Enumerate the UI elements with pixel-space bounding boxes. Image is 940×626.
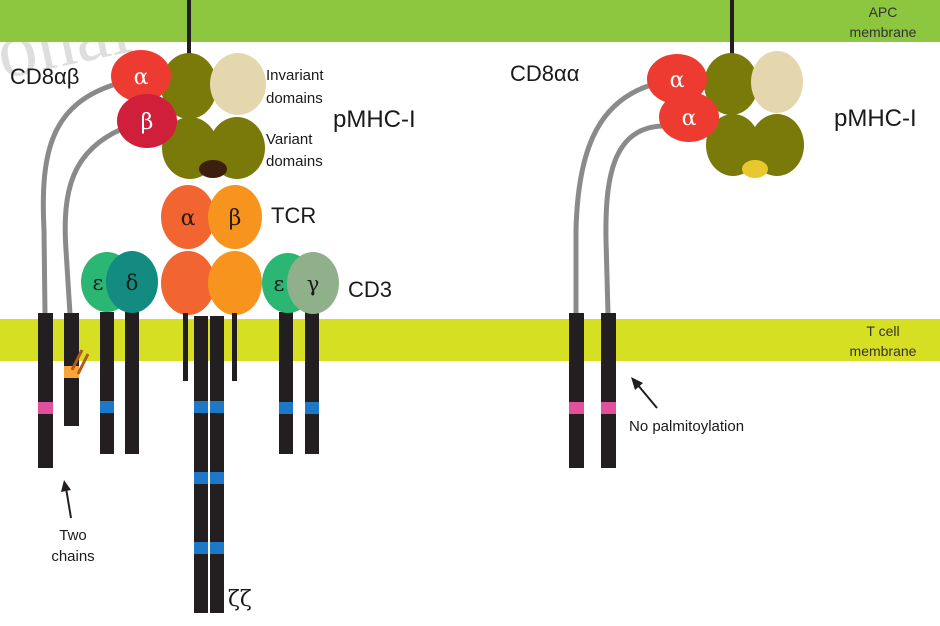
tcr-beta-tail (232, 313, 237, 381)
left-mhc-invariant-domain-olive (161, 53, 217, 119)
cd3-delta-chain (125, 312, 139, 454)
variant-domains-label-line2: domains (266, 153, 323, 170)
zeta-2-itam-2 (210, 472, 224, 484)
left-cd8-alpha-label: α (134, 65, 149, 90)
invariant-domains-label-line1: Invariant (266, 67, 324, 84)
left-mhc-invariant-domain-beige (210, 53, 266, 115)
tcell-membrane (0, 319, 940, 361)
zeta-2-itam-3 (210, 542, 224, 554)
cd3-epsilon-1-itam (100, 401, 114, 413)
right-cd8-alpha-2-stalk (603, 123, 665, 317)
zeta-1-itam-2 (194, 472, 208, 484)
apc-membrane (0, 0, 940, 42)
two-chains-label-line2: chains (51, 548, 94, 565)
right-coreceptor-label: CD8αα (510, 61, 580, 86)
zeta-1-itam-3 (194, 542, 208, 554)
tcr-alpha-label: α (181, 206, 196, 231)
cd3-gamma-domain (287, 252, 339, 314)
cd3-epsilon-1-label: ε (93, 271, 104, 295)
left-cd8-beta-domain (117, 94, 177, 148)
left-coreceptor-label: CD8αβ (10, 64, 79, 89)
tcr-beta-constant-domain (208, 251, 262, 315)
cd3-delta-domain (106, 251, 158, 313)
tcr-alpha-tail (183, 313, 188, 381)
tcell-membrane-label-line2: membrane (850, 343, 917, 359)
tcr-alpha-variable-domain (161, 185, 215, 249)
right-mhc-variant-domain-2 (750, 114, 804, 176)
cd3-gamma-label: γ (307, 272, 320, 296)
right-cd8-alpha-1-pink-mark (569, 402, 584, 414)
two-chains-arrowhead (61, 480, 71, 492)
right-cd8-alpha-2-domain (659, 92, 719, 142)
left-cd8-alpha-domain (111, 50, 171, 102)
invariant-domains-label-line2: domains (266, 90, 323, 107)
left-peptide (199, 160, 227, 178)
no-palmitoylation-arrow (636, 383, 658, 409)
right-cd8-alpha-2-label: α (682, 106, 697, 131)
cd3-delta-label: δ (126, 271, 139, 295)
cd3-epsilon-2-label: ε (274, 272, 285, 296)
left-cd8-beta-label: β (141, 110, 154, 135)
right-mhc-stalk (730, 0, 734, 58)
left-mhc-stalk (187, 0, 191, 62)
apc-membrane-label-line2: membrane (850, 24, 917, 40)
right-mhc-invariant-domain-olive (704, 53, 758, 115)
cd3-epsilon-2-itam (279, 402, 293, 414)
zeta-label: ζζ (228, 587, 252, 612)
two-chains-label-line1: Two (59, 527, 87, 544)
apc-membrane-label-line1: APC (869, 4, 898, 20)
right-cd8-alpha-1-stalk (573, 82, 654, 317)
cd3-gamma-chain (305, 312, 319, 454)
no-palmitoylation-arrowhead (631, 377, 643, 390)
left-cd8-beta-stalk (62, 125, 127, 317)
right-mhc-invariant-domain-beige (751, 51, 803, 113)
cd3-epsilon-1-chain (100, 312, 114, 454)
tcr-beta-variable-domain (208, 185, 262, 249)
tcell-membrane-label-line1: T cell (866, 323, 899, 339)
left-cd8-alpha-stalk (40, 81, 119, 317)
right-cd8-alpha-2-chain (601, 313, 616, 468)
left-pmhc-label: pMHC-I (333, 106, 416, 133)
cd3-label: CD3 (348, 277, 392, 302)
cd3-gamma-itam (305, 402, 319, 414)
right-cd8-alpha-1-chain (569, 313, 584, 468)
left-cd8-alpha-pink-mark (38, 402, 53, 414)
zeta-2-itam-1 (210, 401, 224, 413)
left-cd8-beta-palmitoyl-mark (64, 366, 79, 378)
no-palmitoylation-label: No palmitoylation (629, 418, 744, 435)
zeta-chain-1 (194, 316, 208, 613)
right-peptide (742, 160, 768, 178)
cd3-epsilon-2-chain (279, 312, 293, 454)
right-cd8-alpha-1-label: α (670, 68, 685, 93)
right-cd8-alpha-1-domain (647, 54, 707, 104)
zeta-1-itam-1 (194, 401, 208, 413)
palmitoyl-chains (70, 349, 90, 375)
zeta-chain-2 (210, 316, 224, 613)
variant-domains-label-line1: Variant (266, 131, 313, 148)
right-cd8-alpha-2-pink-mark (601, 402, 616, 414)
right-pmhc-label: pMHC-I (834, 105, 917, 132)
tcr-label: TCR (271, 203, 316, 228)
tcr-beta-label: β (229, 206, 242, 231)
right-mhc-variant-domain-1 (706, 114, 760, 176)
tcr-alpha-constant-domain (161, 251, 215, 315)
two-chains-arrow (65, 487, 72, 519)
left-cd8-alpha-chain (38, 313, 53, 468)
